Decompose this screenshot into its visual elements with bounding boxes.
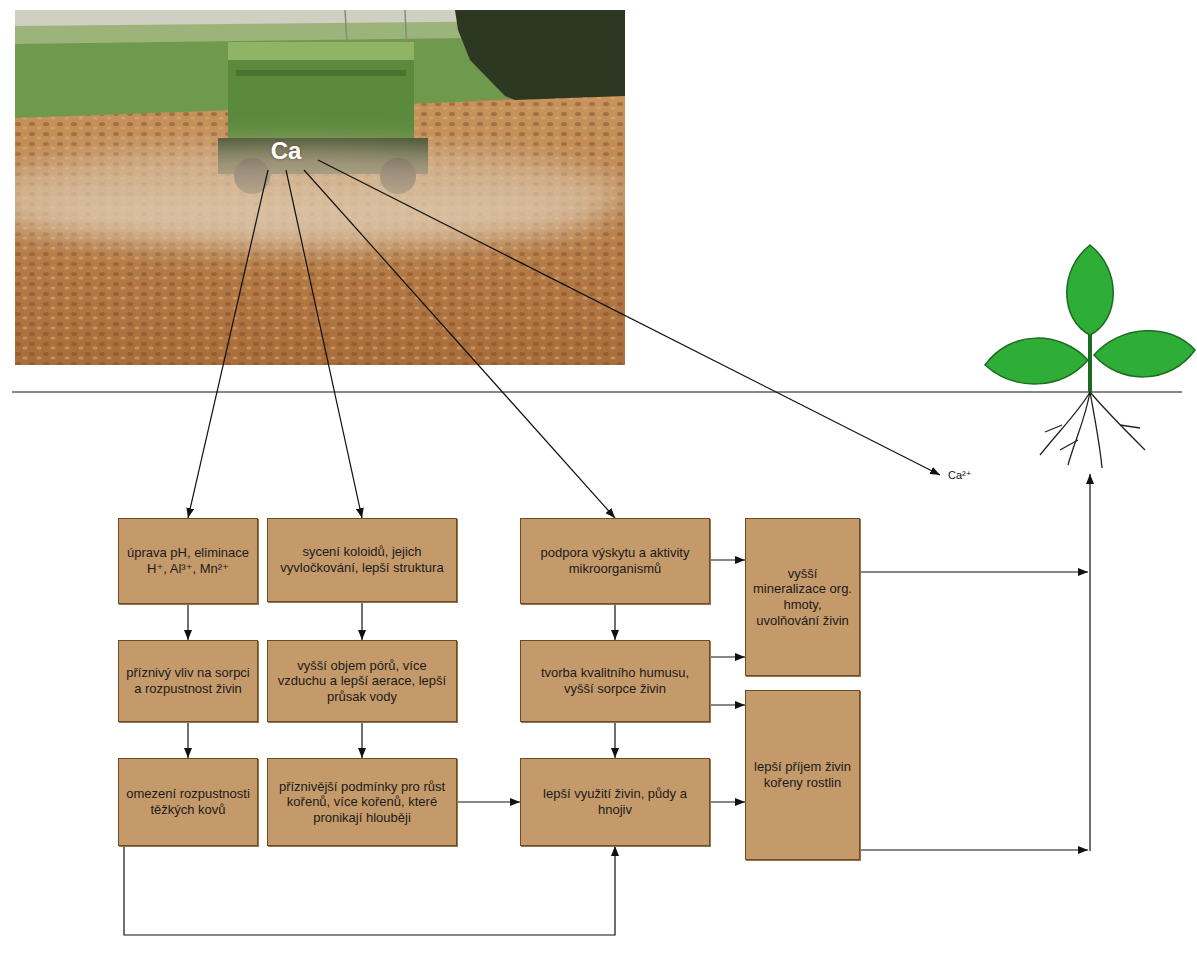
node-text: sycení koloidů, jejich vyvločkování, lep… [274, 544, 450, 575]
node-text: příznivější podmínky pro růst kořenů, ví… [274, 779, 450, 826]
ground-line [12, 391, 1182, 392]
flow-arrow [614, 604, 615, 640]
flow-arrow [187, 604, 188, 640]
process-box: úprava pH, eliminace H⁺, Al³⁺, Mn²⁺ [118, 518, 258, 604]
flow-arrow [710, 656, 745, 657]
node-text: omezení rozpustnosti těžkých kovů [125, 786, 251, 817]
to-plant-arrow [1089, 474, 1090, 851]
flow-arrow [304, 170, 615, 518]
element-label: Ca [256, 132, 316, 170]
process-box: omezení rozpustnosti těžkých kovů [118, 758, 258, 846]
node-text: vyšší objem pórů, více vzduchu a lepší a… [274, 658, 450, 705]
flow-arrow [614, 722, 615, 758]
node-text: vyšší mineralizace org. hmoty, uvolňován… [752, 566, 853, 628]
process-box: lepší příjem živin kořeny rostlin [745, 690, 860, 860]
flow-arrow [361, 602, 362, 640]
ion-label: Ca²⁺ [946, 469, 974, 482]
to-plant-arrow [860, 849, 1088, 850]
node-text: příznivý vliv na sorpci a rozpustnost ži… [125, 665, 251, 696]
flow-arrow [187, 722, 188, 758]
process-box: podpora výskytu a aktivity mikroorganism… [520, 518, 710, 604]
flow-arrow [188, 170, 268, 518]
process-box: vyšší mineralizace org. hmoty, uvolňován… [745, 518, 860, 676]
node-text: lepší příjem živin kořeny rostlin [752, 759, 853, 790]
flow-arrow [361, 722, 362, 758]
flow-arrow [710, 801, 745, 802]
node-text: podpora výskytu a aktivity mikroorganism… [527, 545, 703, 576]
ca-ion-leader [318, 160, 940, 475]
process-box: příznivý vliv na sorpci a rozpustnost ži… [118, 640, 258, 722]
process-box: lepší využití živin, půdy a hnojiv [520, 758, 710, 846]
flow-arrow [710, 704, 745, 705]
process-box: vyšší objem pórů, více vzduchu a lepší a… [267, 640, 457, 722]
process-box: tvorba kvalitního humusu, vyšší sorpce ž… [520, 640, 710, 722]
plant-illustration [985, 245, 1195, 468]
node-text: úprava pH, eliminace H⁺, Al³⁺, Mn²⁺ [125, 545, 251, 576]
node-text: lepší využití živin, půdy a hnojiv [527, 786, 703, 817]
node-text: tvorba kvalitního humusu, vyšší sorpce ž… [527, 665, 703, 696]
flow-arrow [457, 801, 520, 802]
roots [1040, 392, 1145, 468]
flow-arrow [124, 846, 615, 935]
flow-arrow [710, 559, 745, 560]
process-box: příznivější podmínky pro růst kořenů, ví… [267, 758, 457, 846]
to-plant-arrow [860, 571, 1088, 572]
process-box: sycení koloidů, jejich vyvločkování, lep… [267, 518, 457, 602]
node-text: Ca [271, 139, 302, 163]
